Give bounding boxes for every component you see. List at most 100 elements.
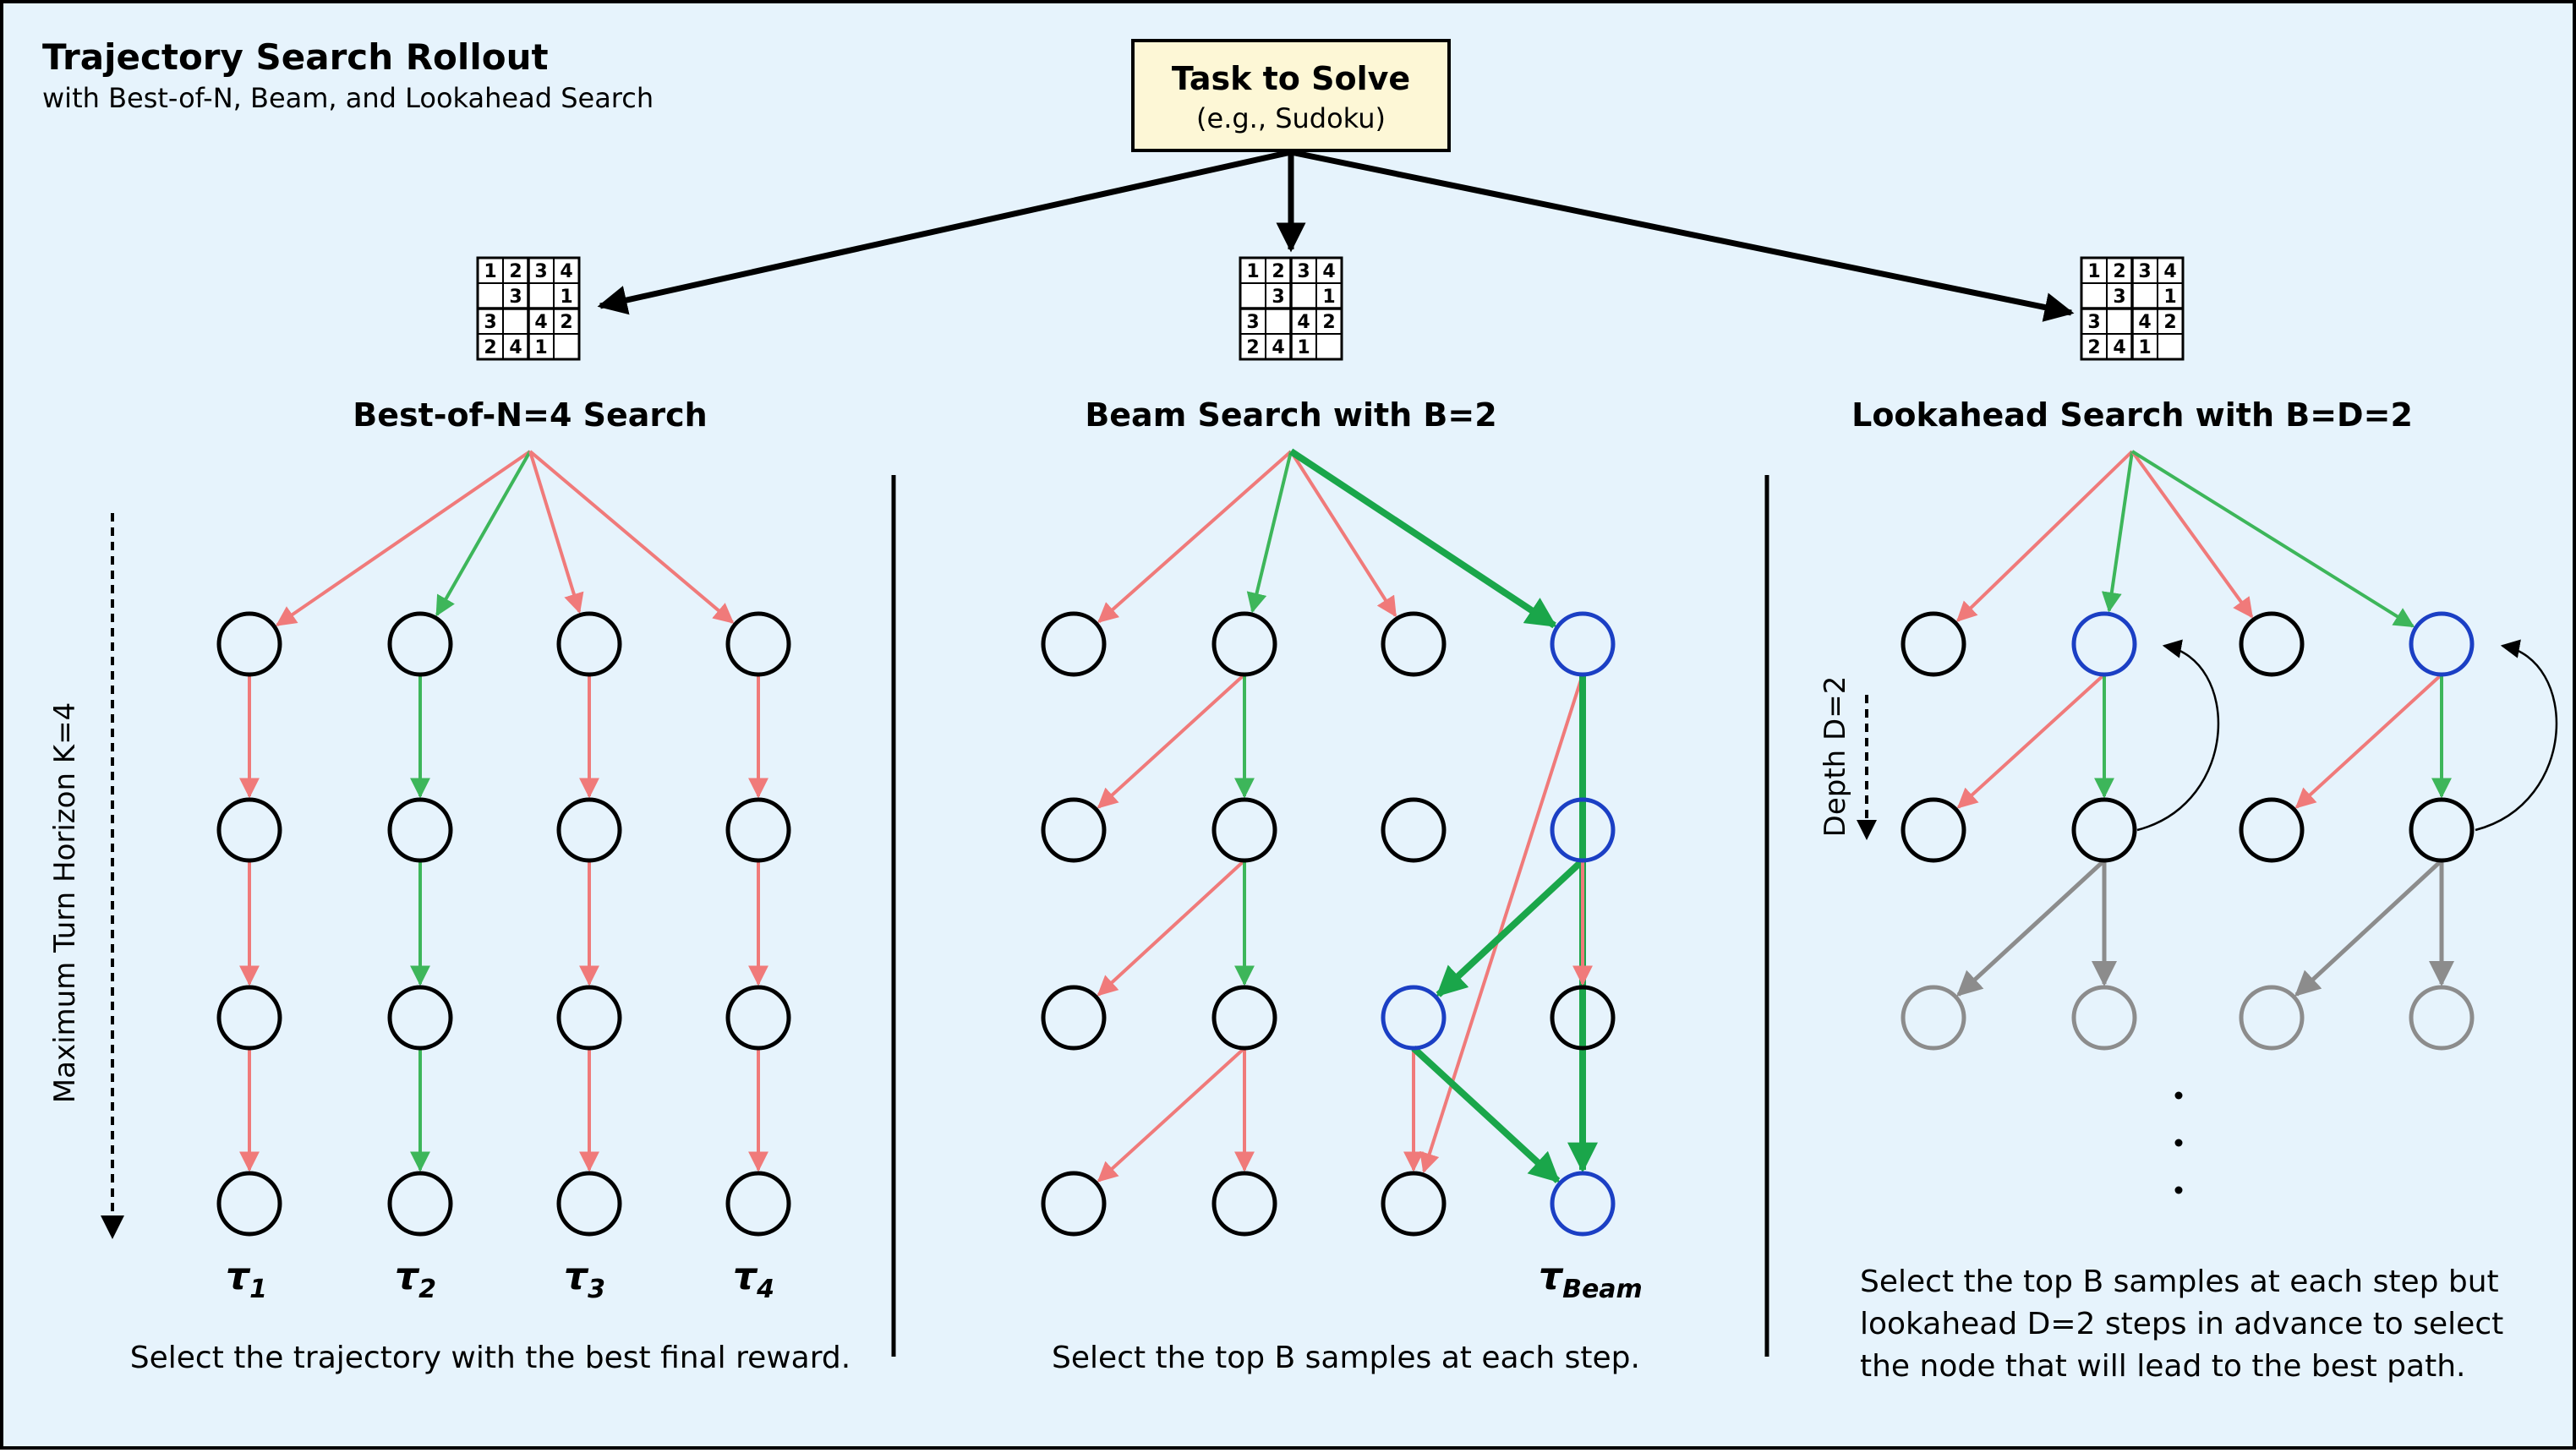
beam-node [1381, 1171, 1447, 1237]
sudoku-cell: 2 [560, 312, 572, 333]
lookahead-node-future [2409, 985, 2475, 1051]
task-title: Task to Solve [1172, 60, 1410, 97]
sudoku-cell: 3 [1297, 261, 1310, 282]
sudoku-cell: 1 [2087, 261, 2100, 282]
sudoku-cell: 3 [2087, 312, 2100, 333]
lookahead-node-future [2239, 985, 2305, 1051]
bon-node [387, 1171, 453, 1237]
beam-edge-root-1 [1097, 450, 1293, 624]
sudoku-cell: 4 [1297, 312, 1310, 333]
bon-edge-root-1 [275, 450, 532, 627]
bon-edge-root-3 [528, 451, 584, 615]
beam-node [1211, 611, 1277, 677]
bon-trajectory-labels: τ1 τ2 τ3 τ4 [226, 1255, 774, 1304]
sudoku-cell: 4 [1272, 337, 1284, 358]
bon-node [387, 797, 453, 863]
sudoku-cell: 3 [2138, 261, 2151, 282]
lookahead-caption-line-3: the node that will lead to the best path… [1860, 1349, 2465, 1384]
beam-edge-12 [1411, 1046, 1561, 1183]
sudoku-cell: 1 [534, 337, 547, 358]
beam-node [1041, 611, 1107, 677]
lookahead-edge-root-2 [2101, 451, 2134, 613]
bon-edge-root-2 [435, 451, 532, 617]
lookahead-edge-5 [1956, 859, 2106, 997]
sudoku-cell: 1 [484, 261, 496, 282]
beam-trajectory-label: τBeam [1539, 1255, 1643, 1304]
lookahead-node [1901, 797, 1966, 863]
lookahead-return-arrow-1 [2136, 639, 2220, 832]
sudoku-cell: 1 [2138, 337, 2151, 358]
lookahead-caption-line-2: lookahead D=2 steps in advance to select [1860, 1307, 2503, 1341]
bon-node [725, 985, 791, 1051]
lookahead-node [2071, 611, 2137, 677]
beam-node [1211, 797, 1277, 863]
sudoku-cell: 1 [1297, 337, 1310, 358]
sudoku-cell: 4 [2163, 261, 2176, 282]
lookahead-edge-root-4 [2130, 450, 2415, 628]
lookahead-edge-3 [2294, 673, 2443, 809]
sudoku-cell: 3 [509, 287, 522, 308]
beam-node [1550, 611, 1616, 677]
beam-node [1041, 985, 1107, 1051]
sudoku-cell: 3 [2113, 287, 2125, 308]
sudoku-cell: 3 [1246, 312, 1259, 333]
lookahead-node [2239, 611, 2305, 677]
beam-node [1381, 611, 1447, 677]
bon-node [556, 985, 622, 1051]
sudoku-cell: 4 [560, 261, 572, 282]
sudoku-cell: 1 [560, 287, 572, 308]
beam-edge-9 [1097, 1046, 1246, 1183]
depth-axis [1857, 695, 1877, 840]
bon-node [216, 1171, 282, 1237]
lookahead-node [2239, 797, 2305, 863]
sudoku-cell: 2 [1322, 312, 1335, 333]
bon-node [725, 611, 791, 677]
bon-node [556, 797, 622, 863]
beam-title: Beam Search with B=2 [1085, 396, 1496, 434]
bon-node [725, 797, 791, 863]
sudoku-cell: 3 [484, 312, 496, 333]
lookahead-node [1901, 611, 1966, 677]
diagram-title: Trajectory Search Rollout [42, 36, 549, 78]
trajectory-label-2: τ2 [395, 1255, 436, 1304]
trajectory-label-3: τ3 [564, 1255, 605, 1304]
sudoku-cell: 4 [2138, 312, 2151, 333]
sudoku-cell: 4 [2113, 337, 2125, 358]
sudoku-cell: 2 [509, 261, 522, 282]
lookahead-node [2071, 797, 2137, 863]
sudoku-cell: 2 [1272, 261, 1284, 282]
lookahead-edge-1 [1956, 673, 2106, 809]
bon-node [216, 985, 282, 1051]
beam-edge-root-3 [1289, 450, 1397, 618]
bon-title: Best-of-N=4 Search [353, 396, 707, 434]
bon-caption: Select the trajectory with the best fina… [130, 1341, 850, 1375]
lookahead-edge-root-1 [1955, 450, 2134, 622]
sudoku-cell: 3 [1272, 287, 1284, 308]
turn-horizon-label: Maximum Turn Horizon K=4 [48, 702, 82, 1103]
lookahead-caption-line-1: Select the top B samples at each step bu… [1860, 1265, 2499, 1299]
bon-edge-root-4 [528, 450, 735, 624]
beam-node [1550, 797, 1616, 863]
sudoku-cell: 1 [2163, 287, 2176, 308]
lookahead-node-future [1901, 985, 1966, 1051]
beam-node [1211, 985, 1277, 1051]
beam-node [1381, 985, 1447, 1051]
continuation-dots [2174, 1091, 2183, 1194]
beam-node [1041, 797, 1107, 863]
trajectory-label-1: τ1 [226, 1255, 267, 1304]
lookahead-node [2409, 797, 2475, 863]
sudoku-cell: 1 [1322, 287, 1335, 308]
lookahead-node-future [2071, 985, 2137, 1051]
beam-caption: Select the top B samples at each step. [1052, 1341, 1640, 1375]
beam-edge-7 [1436, 858, 1585, 997]
beam-node [1041, 1171, 1107, 1237]
sudoku-cell: 4 [534, 312, 547, 333]
sudoku-cell: 2 [1246, 337, 1259, 358]
diagram-subtitle: with Best-of-N, Beam, and Lookahead Sear… [42, 82, 654, 114]
sudoku-cell: 2 [2163, 312, 2176, 333]
sudoku-cell: 3 [534, 261, 547, 282]
